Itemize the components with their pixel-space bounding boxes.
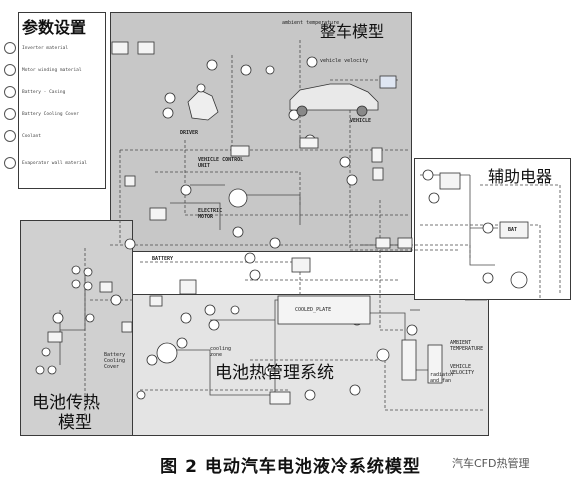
panel-title-aux: 辅助电器: [488, 167, 553, 186]
label-vehicle-velocity: vehicle velocity: [320, 58, 369, 64]
material-icon: [4, 108, 16, 120]
panel-title-vehicle: 整车模型: [320, 22, 385, 41]
param-item[interactable]: Battery - Casing: [4, 85, 65, 99]
watermark: 汽车CFD热管理: [452, 457, 530, 470]
figure-caption: 图 2 电动汽车电池液冷系统模型: [160, 457, 421, 477]
material-icon: [4, 130, 16, 142]
panel-title-thermal: 电池热管理系统: [215, 363, 334, 383]
material-icon: [4, 86, 16, 98]
label-bat: BAT: [508, 227, 518, 233]
label-motor: ELECTRIC MOTOR: [198, 208, 223, 220]
label-battery-cover: Battery Cooling Cover: [104, 352, 126, 370]
label-vehicle: VEHICLE: [350, 118, 372, 124]
material-icon: [4, 42, 16, 54]
param-item[interactable]: Coolant: [4, 129, 41, 143]
param-item[interactable]: Motor winding material: [4, 63, 82, 77]
param-item[interactable]: Inverter material: [4, 41, 68, 55]
label-ambient: ambient temperature: [282, 20, 340, 26]
parameter-settings-panel: [18, 12, 106, 189]
label-vcu: VEHICLE CONTROL UNIT: [198, 157, 244, 169]
panel-title-battery-2: 模型: [58, 413, 92, 433]
label-driver: DRIVER: [180, 130, 199, 136]
panel-title-params: 参数设置: [22, 18, 87, 37]
battery-heat-transfer-panel: [20, 220, 133, 436]
material-icon: [4, 157, 16, 169]
label-cooling-zone: cooling zone: [210, 346, 232, 358]
label-radiator: radiator and fan: [430, 372, 455, 384]
label-cooled-plate: COOLED_PLATE: [295, 307, 332, 313]
material-icon: [4, 64, 16, 76]
panel-title-battery-1: 电池传热: [32, 393, 100, 413]
label-ambient-temp: AMBIENT TEMPERATURE: [450, 340, 484, 352]
param-item[interactable]: Evaporator wall material: [4, 156, 87, 170]
label-battery: BATTERY: [152, 256, 174, 262]
label-vehicle-velocity-caps: VEHICLE VELOCITY: [450, 364, 475, 376]
param-item[interactable]: Battery Cooling Cover: [4, 107, 79, 121]
